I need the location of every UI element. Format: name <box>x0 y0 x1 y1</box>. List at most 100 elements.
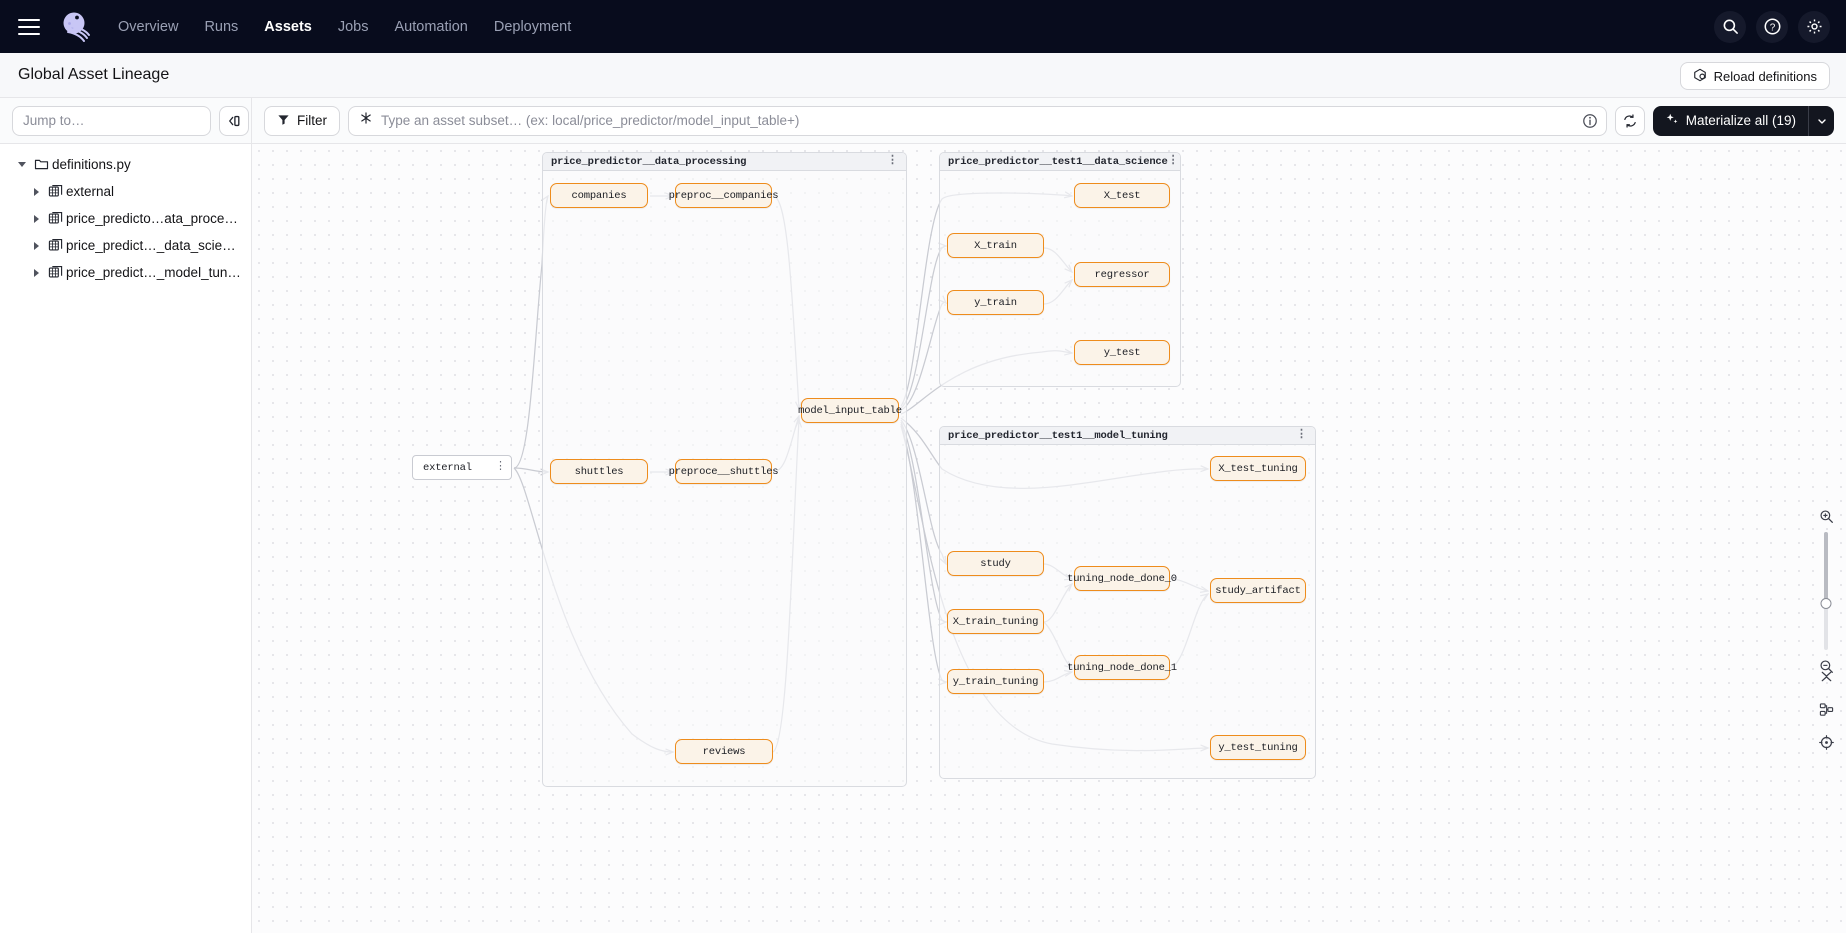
asset-group-title: price_predictor__data_processing <box>551 155 747 168</box>
chevron-right-icon[interactable] <box>28 268 44 277</box>
fit-to-screen-icon[interactable] <box>1814 664 1838 688</box>
reload-definitions-icon <box>1693 68 1707 85</box>
chevron-down-icon[interactable] <box>14 162 30 167</box>
asset-node-label: regressor <box>1094 268 1150 281</box>
asset-node-label: external <box>423 461 472 474</box>
asset-node-preproce-shuttles[interactable]: preproce__shuttles <box>669 459 779 484</box>
asset-group-icon <box>44 211 66 226</box>
asset-subset-placeholder: Type an asset subset… (ex: local/price_p… <box>381 113 800 128</box>
sidebar-item-label: price_predicto…ata_processing <box>66 211 243 226</box>
asset-node-label: y_train_tuning <box>952 675 1039 688</box>
nav-link-overview[interactable]: Overview <box>118 18 179 35</box>
asset-group-icon <box>44 238 66 253</box>
asset-node-x-train-tuning[interactable]: X_train_tuning <box>947 609 1044 634</box>
nav-link-runs[interactable]: Runs <box>204 18 239 35</box>
filter-button[interactable]: Filter <box>264 105 340 136</box>
refresh-icon[interactable] <box>1614 105 1645 136</box>
asset-node-y-test[interactable]: y_test <box>1074 340 1170 365</box>
asset-node-study-artifact[interactable]: study_artifact <box>1210 578 1306 603</box>
nav-link-automation[interactable]: Automation <box>394 18 468 35</box>
sidebar-item-external[interactable]: external <box>0 178 251 205</box>
help-icon[interactable]: ? <box>1756 10 1788 43</box>
sidebar-item-label: definitions.py <box>52 157 131 172</box>
reload-definitions-label: Reload definitions <box>1713 68 1817 84</box>
asset-node-label: y_train <box>974 296 1017 309</box>
group-menu-icon[interactable]: ⋮ <box>1296 429 1307 441</box>
asset-group-header[interactable]: price_predictor__test1__data_science ⋮ <box>940 153 1180 171</box>
asset-node-label: shuttles <box>574 465 624 478</box>
asset-node-x-train[interactable]: X_train <box>947 233 1044 258</box>
asset-group-icon <box>44 184 66 199</box>
materialize-dropdown-caret-icon[interactable] <box>1808 105 1834 136</box>
asset-node-x-test-tuning[interactable]: X_test_tuning <box>1210 456 1306 481</box>
page-body: definitions.py external price_predicto…a… <box>0 144 1846 933</box>
sidebar-item-data-science[interactable]: price_predict…_data_science <box>0 232 251 259</box>
asset-node-tuning-node-done-1[interactable]: tuning_node_done_1 <box>1067 655 1177 680</box>
asset-lineage-graph[interactable]: price_predictor__data_processing ⋮ price… <box>252 144 1846 933</box>
asset-node-label: y_test_tuning <box>1218 741 1298 754</box>
sidebar-item-label: price_predict…_model_tuning <box>66 265 243 280</box>
chevron-right-icon[interactable] <box>28 241 44 250</box>
toggle-layout-icon[interactable] <box>1814 697 1838 721</box>
asset-node-label: model_input_table <box>798 404 902 417</box>
asset-node-label: companies <box>571 189 627 202</box>
asset-node-y-test-tuning[interactable]: y_test_tuning <box>1210 735 1306 760</box>
asset-node-companies[interactable]: companies <box>550 183 648 208</box>
asset-node-y-train-tuning[interactable]: y_train_tuning <box>947 669 1044 694</box>
sidebar-item-model-tuning[interactable]: price_predict…_model_tuning <box>0 259 251 286</box>
materialize-all-button[interactable]: Materialize all (19) <box>1652 105 1834 136</box>
recenter-icon[interactable] <box>1814 730 1838 754</box>
collapse-sidebar-icon[interactable] <box>219 105 249 136</box>
asset-group-header[interactable]: price_predictor__data_processing ⋮ <box>543 153 906 171</box>
asset-node-y-train[interactable]: y_train <box>947 290 1044 315</box>
asset-tree-sidebar: definitions.py external price_predicto…a… <box>0 144 252 933</box>
asset-node-label: y_test <box>1103 346 1141 359</box>
sparkle-icon <box>1665 112 1679 129</box>
asset-subset-input[interactable]: Type an asset subset… (ex: local/price_p… <box>348 105 1607 136</box>
toolbar-left-section <box>0 98 252 143</box>
gear-icon[interactable] <box>1798 10 1830 43</box>
asset-node-x-test[interactable]: X_test <box>1074 183 1170 208</box>
hamburger-menu-icon[interactable] <box>18 18 40 35</box>
search-icon[interactable] <box>1714 10 1746 43</box>
folder-icon <box>30 157 52 172</box>
asset-node-tuning-node-done-0[interactable]: tuning_node_done_0 <box>1067 566 1177 591</box>
info-icon[interactable] <box>1582 113 1598 134</box>
asset-group-header[interactable]: price_predictor__test1__model_tuning ⋮ <box>940 427 1315 445</box>
page-header: Global Asset Lineage Reload definitions <box>0 53 1846 98</box>
zoom-slider[interactable] <box>1820 532 1832 650</box>
nav-link-assets[interactable]: Assets <box>264 18 312 35</box>
chevron-right-icon[interactable] <box>28 187 44 196</box>
jump-to-input[interactable] <box>12 105 211 136</box>
nav-link-jobs[interactable]: Jobs <box>337 18 369 35</box>
asset-selection-icon <box>359 111 373 130</box>
filter-icon <box>277 113 290 129</box>
asset-node-external[interactable]: external ⋮ <box>412 455 512 480</box>
sidebar-item-label: external <box>66 184 115 199</box>
asset-node-label: X_test <box>1103 189 1141 202</box>
group-menu-icon[interactable]: ⋮ <box>1167 155 1179 167</box>
asset-node-shuttles[interactable]: shuttles <box>550 459 648 484</box>
sidebar-item-data-processing[interactable]: price_predicto…ata_processing <box>0 205 251 232</box>
materialize-all-label: Materialize all (19) <box>1685 113 1796 128</box>
asset-node-study[interactable]: study <box>947 551 1044 576</box>
asset-group-icon <box>44 265 66 280</box>
toolbar-right-section: Filter Type an asset subset… (ex: local/… <box>252 105 1846 136</box>
reload-definitions-button[interactable]: Reload definitions <box>1679 62 1830 90</box>
asset-group-title: price_predictor__test1__model_tuning <box>948 429 1168 442</box>
asset-node-model-input-table[interactable]: model_input_table <box>798 398 902 423</box>
dagster-logo-icon[interactable] <box>56 7 96 47</box>
asset-node-reviews[interactable]: reviews <box>675 739 773 764</box>
asset-node-label: reviews <box>702 745 746 758</box>
zoom-slider-knob[interactable] <box>1820 598 1832 609</box>
zoom-in-icon[interactable] <box>1814 504 1838 528</box>
zoom-out-icon[interactable] <box>1814 654 1838 678</box>
asset-node-preproc-companies[interactable]: preproc__companies <box>669 183 779 208</box>
group-menu-icon[interactable]: ⋮ <box>887 155 898 167</box>
asset-node-label: preproce__shuttles <box>668 465 779 478</box>
node-menu-icon[interactable]: ⋮ <box>495 461 506 473</box>
nav-link-deployment[interactable]: Deployment <box>493 18 572 35</box>
chevron-right-icon[interactable] <box>28 214 44 223</box>
asset-node-regressor[interactable]: regressor <box>1074 262 1170 287</box>
sidebar-item-definitions-py[interactable]: definitions.py <box>0 151 251 178</box>
